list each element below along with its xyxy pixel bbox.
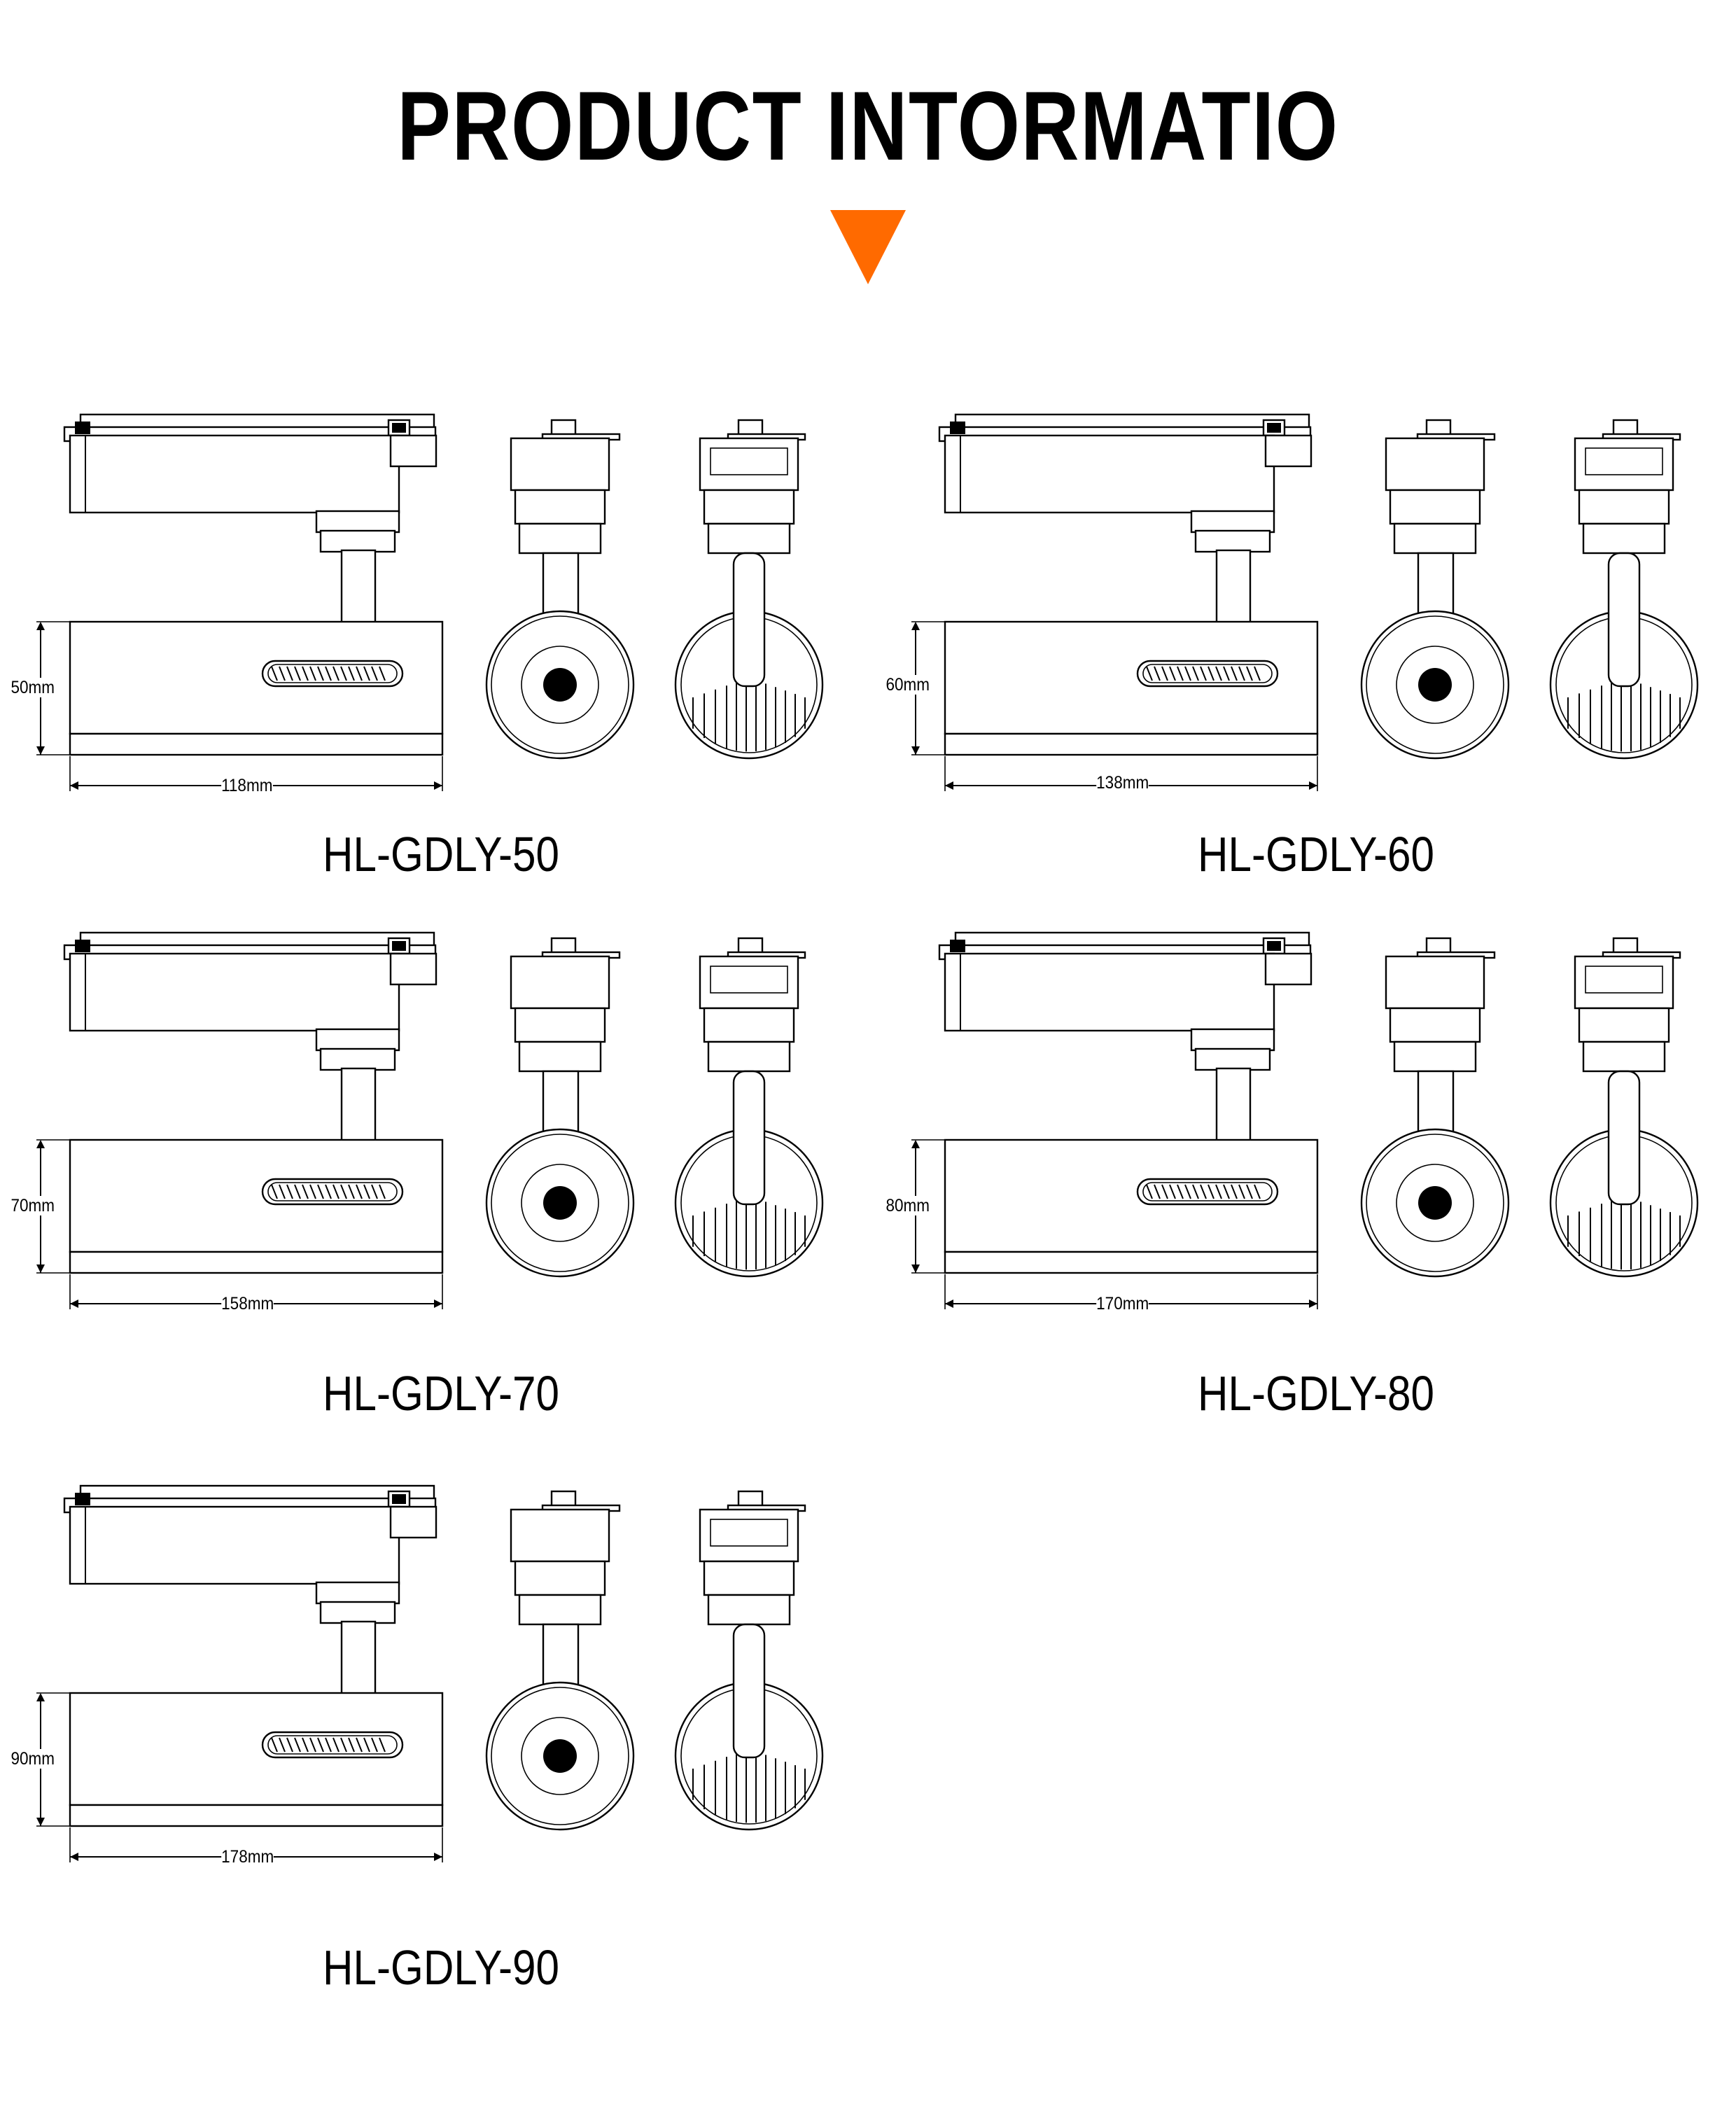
height-dimension-label: 50mm: [10, 678, 55, 697]
width-dimension-label: 178mm: [221, 1847, 274, 1867]
product-card: 80mm 170mm HL-GDLY-80: [875, 924, 1736, 1484]
down-triangle-icon: [830, 210, 906, 284]
track-light-drawing: [36, 931, 824, 1309]
track-light-drawing: [36, 413, 824, 791]
product-card: 90mm 178mm HL-GDLY-90: [0, 1477, 868, 2037]
height-dimension-label: 90mm: [10, 1749, 55, 1769]
track-light-drawing: [911, 413, 1699, 791]
width-dimension-label: 138mm: [1096, 773, 1149, 793]
product-card: 60mm 138mm HL-GDLY-60: [875, 406, 1736, 966]
model-name: HL-GDLY-60: [1198, 827, 1434, 882]
width-dimension-label: 118mm: [221, 776, 273, 795]
model-name: HL-GDLY-50: [323, 827, 559, 882]
model-name: HL-GDLY-90: [323, 1940, 559, 1995]
model-name: HL-GDLY-80: [1198, 1366, 1434, 1421]
product-card: 70mm 158mm HL-GDLY-70: [0, 924, 868, 1484]
page-title: PRODUCT INTORMATIO: [397, 71, 1339, 181]
width-dimension-label: 158mm: [221, 1294, 274, 1314]
track-light-drawing: [911, 931, 1699, 1309]
height-dimension-label: 60mm: [886, 675, 930, 695]
product-card: 50mm 118mm HL-GDLY-50: [0, 406, 868, 966]
track-light-drawing: [36, 1484, 824, 1862]
height-dimension-label: 80mm: [886, 1196, 930, 1215]
height-dimension-label: 70mm: [10, 1196, 55, 1215]
width-dimension-label: 170mm: [1096, 1294, 1149, 1314]
model-name: HL-GDLY-70: [323, 1366, 559, 1421]
